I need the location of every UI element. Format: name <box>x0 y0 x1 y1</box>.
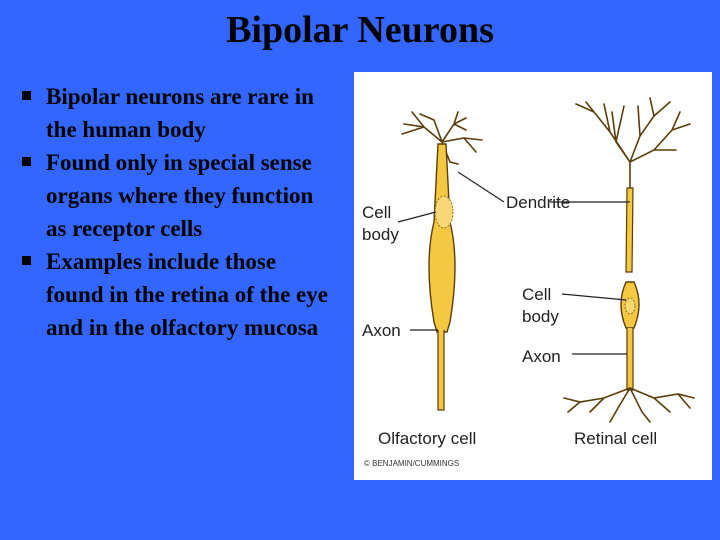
bullet-item: Bipolar neurons are rare in the human bo… <box>18 80 338 146</box>
bullet-marker-icon <box>22 256 31 265</box>
label-retinal-cell: Retinal cell <box>574 429 657 448</box>
retinal-cell-body-leader <box>561 293 627 301</box>
dendrite-leader-left <box>457 171 505 203</box>
bullet-marker-icon <box>22 91 31 100</box>
retinal-dendrite-stalk <box>625 187 634 273</box>
bullet-text: Bipolar neurons are rare in the human bo… <box>46 84 314 142</box>
olfactory-nucleus <box>434 195 454 229</box>
bullet-item: Examples include those found in the reti… <box>18 245 338 344</box>
bullet-text: Examples include those found in the reti… <box>46 249 328 340</box>
label-axon-right: Axon <box>522 347 561 366</box>
label-olfactory-cell: Olfactory cell <box>378 429 476 448</box>
slide-title: Bipolar Neurons <box>226 9 494 51</box>
label-cell-body-left-line1: Cell <box>362 203 391 222</box>
bullet-list: Bipolar neurons are rare in the human bo… <box>18 80 338 344</box>
retinal-axon-terminals <box>563 387 695 423</box>
label-cell-body-left-line2: body <box>362 225 399 244</box>
olfactory-cell-drawing <box>397 111 483 411</box>
bullet-text: Found only in special sense organs where… <box>46 150 314 241</box>
bullet-item: Found only in special sense organs where… <box>18 146 338 245</box>
retinal-nucleus <box>624 297 636 315</box>
figure-credit: © BENJAMIN/CUMMINGS <box>364 459 459 468</box>
retinal-axon <box>626 328 634 391</box>
retinal-dendrite-tree <box>575 97 691 191</box>
bullet-marker-icon <box>22 157 31 166</box>
neuron-figure: Cell body Axon Dendrite Cell body Axon O… <box>354 72 712 480</box>
olfactory-dendrite-tuft <box>401 111 483 165</box>
neuron-diagram: Cell body Axon Dendrite Cell body Axon O… <box>362 97 695 468</box>
label-dendrite: Dendrite <box>506 193 570 212</box>
label-axon-left: Axon <box>362 321 401 340</box>
label-cell-body-right-line1: Cell <box>522 285 551 304</box>
label-cell-body-right-line2: body <box>522 307 559 326</box>
olfactory-cell-body <box>428 143 456 333</box>
olfactory-axon <box>437 330 445 411</box>
retinal-cell-drawing <box>457 97 695 423</box>
olfactory-cell-body-leader <box>397 211 437 223</box>
